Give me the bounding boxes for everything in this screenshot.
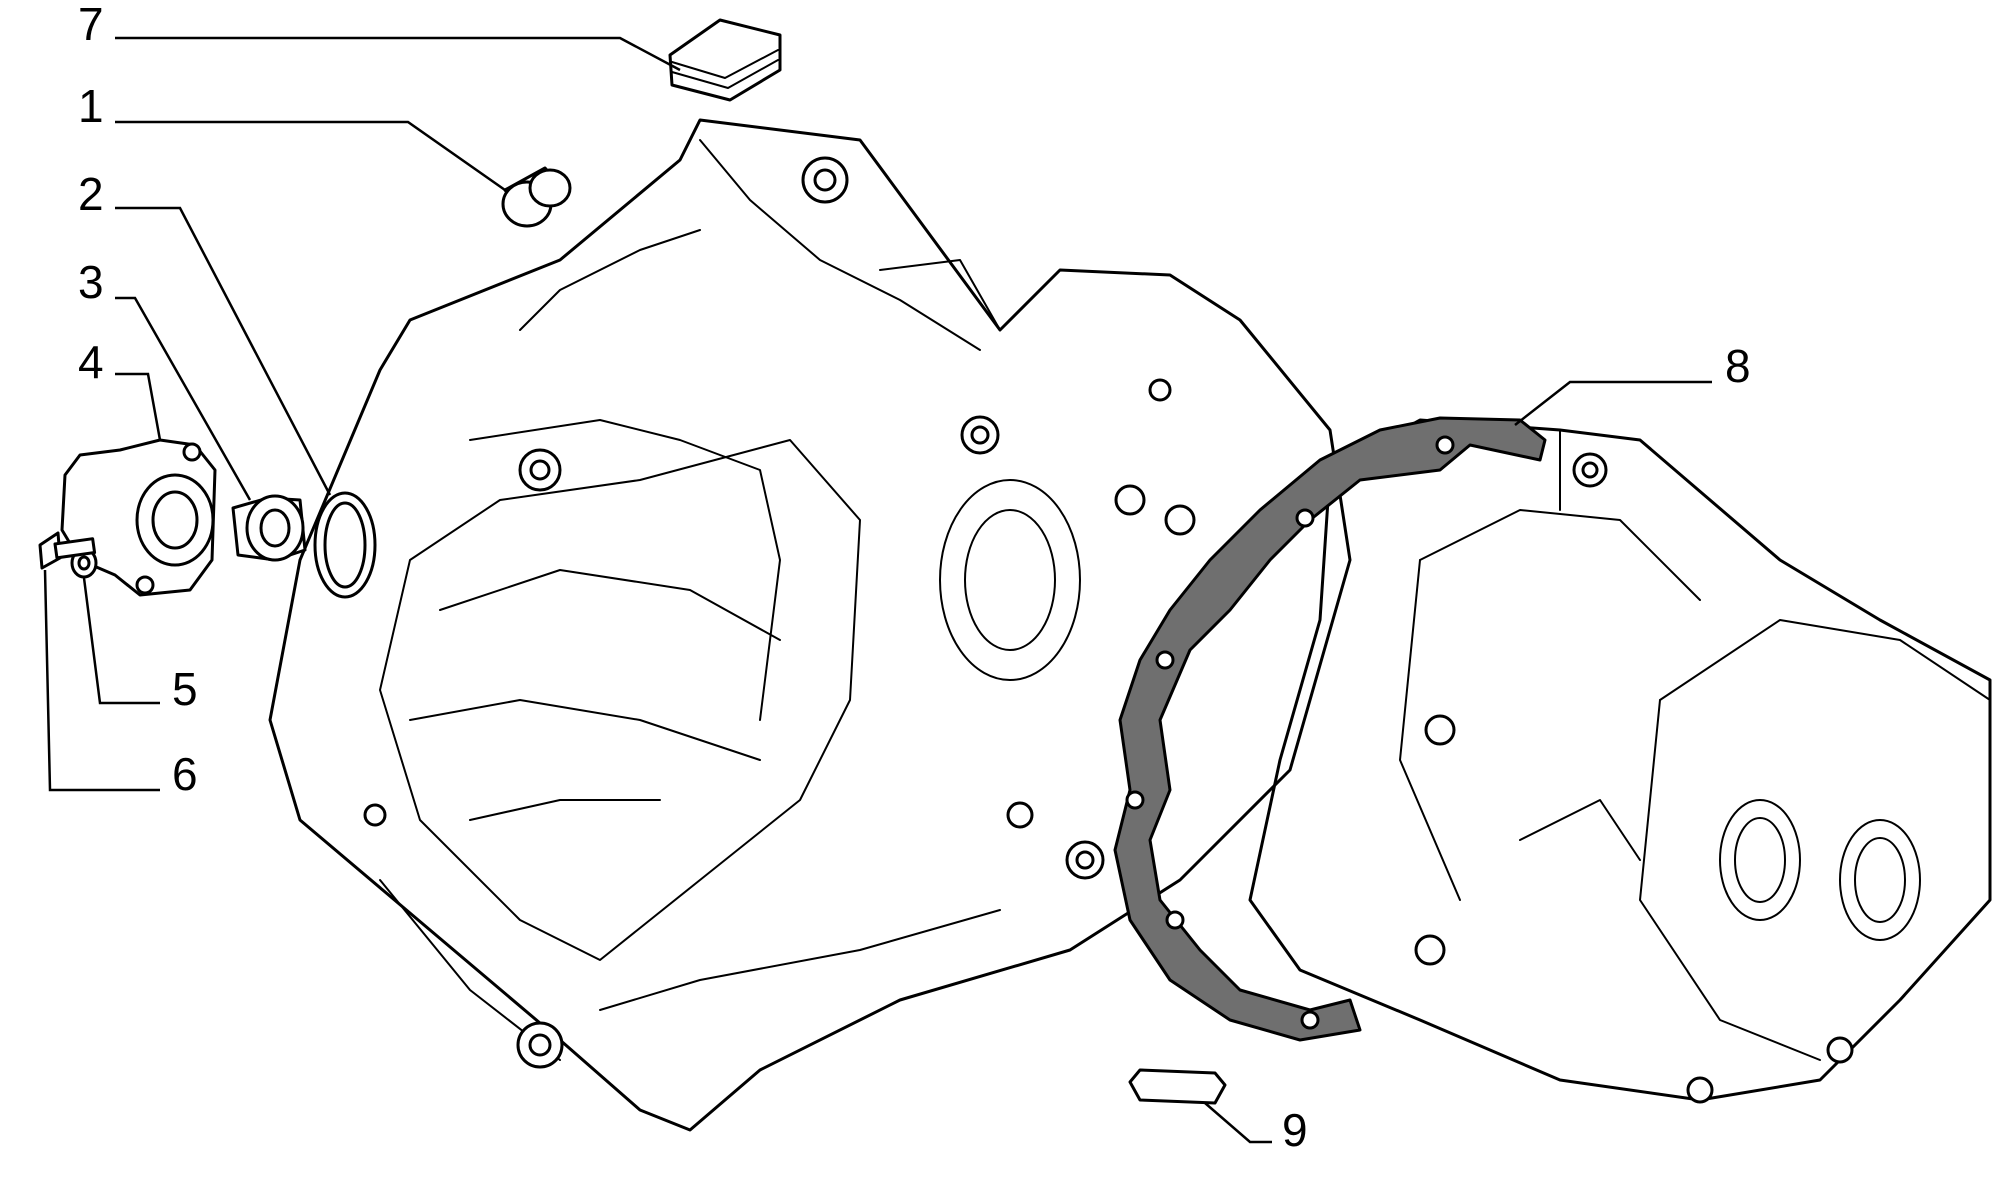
bearing-housing-4 xyxy=(60,438,217,597)
callout-8: 8 xyxy=(1725,340,1751,392)
leader-1 xyxy=(115,120,506,192)
bearing-3 xyxy=(231,494,307,562)
leader-6 xyxy=(43,569,160,792)
callout-6: 6 xyxy=(172,748,198,800)
leader-lines xyxy=(43,36,1712,1144)
callout-4: 4 xyxy=(78,336,104,388)
cover-plate-9 xyxy=(1128,1068,1227,1105)
washer-5 xyxy=(70,547,98,579)
leader-7 xyxy=(115,36,681,72)
callout-9: 9 xyxy=(1282,1104,1308,1156)
plug-1 xyxy=(501,166,572,228)
callout-3: 3 xyxy=(78,256,104,308)
leader-5 xyxy=(82,577,160,705)
leader-3 xyxy=(115,296,252,501)
bolt-6 xyxy=(38,531,97,570)
rubber-cap-7 xyxy=(668,18,782,102)
leader-4 xyxy=(115,372,162,441)
clutch-housing xyxy=(268,118,1352,1132)
gasket-8 xyxy=(1113,416,1547,1042)
callout-labels: 7 1 2 3 4 5 6 8 9 xyxy=(78,0,1751,1156)
gearbox-case xyxy=(1248,418,1992,1104)
callout-1: 1 xyxy=(78,80,104,132)
seal-ring-2 xyxy=(313,491,377,599)
leader-9 xyxy=(1204,1102,1272,1144)
callout-5: 5 xyxy=(172,663,198,715)
leader-2 xyxy=(115,206,332,496)
callout-7: 7 xyxy=(78,0,104,50)
callout-2: 2 xyxy=(78,168,104,220)
leader-8 xyxy=(1514,380,1712,426)
